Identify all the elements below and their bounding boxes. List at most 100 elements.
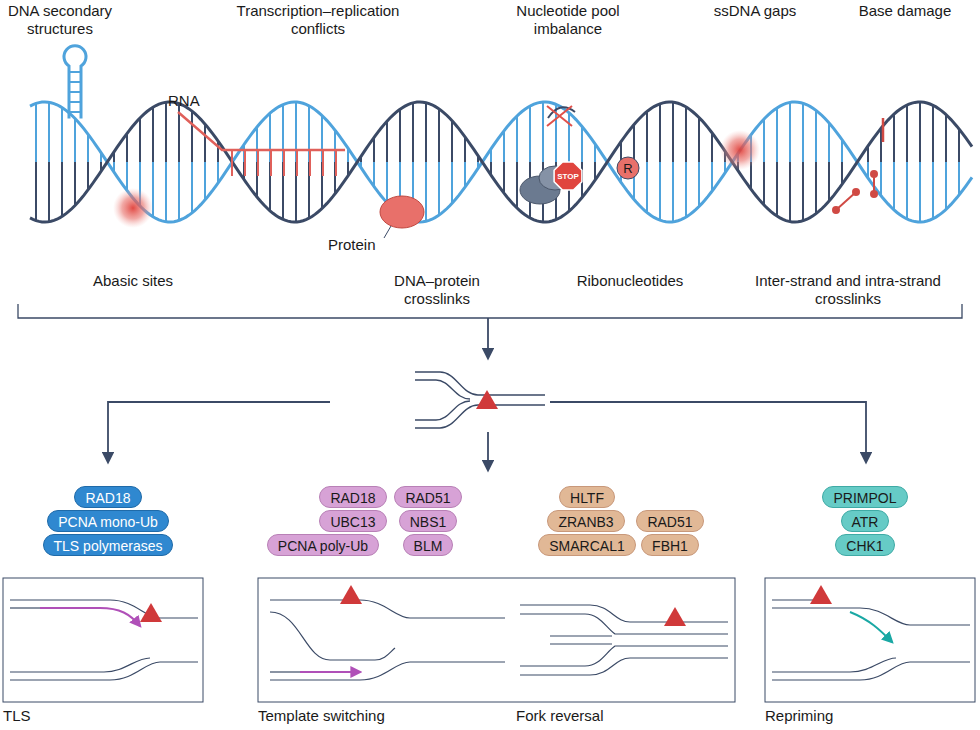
base-pair (451, 121, 453, 162)
lesion-triangle (140, 603, 162, 622)
rna-pair (283, 150, 285, 176)
base-pair (191, 162, 193, 213)
repriming-arrow (850, 612, 892, 642)
protein-name: RAD18 (85, 490, 130, 506)
base-pair (906, 105, 908, 162)
base-pair (685, 107, 687, 162)
text-label: DNA–protein crosslinks (377, 272, 497, 308)
base-pair (880, 162, 882, 196)
protein-pill: SMARCAL1 (538, 534, 635, 556)
text-label: Base damage (845, 2, 965, 20)
base-pair (48, 102, 50, 162)
base-pair (516, 116, 518, 162)
protein-pill: RAD18 (74, 486, 141, 508)
protein-name: PRIMPOL (833, 490, 896, 506)
base-pair (438, 109, 440, 162)
base-pair (35, 103, 37, 162)
base-pair (789, 162, 791, 222)
base-pair (815, 110, 817, 162)
base-pair (70, 111, 80, 113)
base-pair (61, 162, 63, 216)
base-pair (945, 115, 947, 162)
base-pair (204, 124, 206, 162)
base-pair (802, 162, 804, 221)
text-label: Transcription–replication conflicts (213, 2, 423, 38)
protein-name: ATR (852, 514, 879, 530)
base-pair (828, 123, 830, 162)
text-label: Fork reversal (516, 707, 604, 725)
base-pair (672, 102, 674, 162)
protein-name: HLTF (570, 490, 604, 506)
base-pair (412, 103, 414, 162)
rna-pair (244, 150, 246, 176)
cross-mark (547, 106, 572, 126)
circle-outline (617, 157, 639, 179)
protein-pill: ATR (841, 510, 890, 532)
base-pair (672, 162, 674, 222)
base-pair (191, 111, 193, 162)
rna-pair (296, 150, 298, 176)
base-pair (945, 162, 947, 209)
base-pair (880, 128, 882, 162)
protein-name: CHK1 (846, 538, 883, 554)
text-label: DNA secondary structures (2, 2, 118, 38)
protein-name: NBS1 (410, 514, 447, 530)
base-pair (139, 118, 141, 162)
base-pair (698, 117, 700, 162)
base-pair (828, 162, 830, 201)
protein-name: BLM (414, 538, 443, 554)
base-pair (178, 162, 180, 220)
protein-pill: ZRANB3 (547, 510, 624, 532)
lesion-triangle (664, 607, 686, 626)
pathway-arrows (108, 402, 866, 470)
replication-fork (415, 372, 545, 428)
base-pair (70, 81, 80, 83)
rna-pair (231, 150, 233, 176)
base-pair (906, 162, 908, 219)
base-pair (698, 162, 700, 207)
text-label: Template switching (258, 707, 385, 725)
protein-pill: RAD51 (636, 510, 703, 532)
protein-name: RAD51 (647, 514, 692, 530)
protein-pill: UBC13 (319, 510, 386, 532)
base-pair (126, 133, 128, 162)
base-pair (373, 137, 375, 162)
text-label: Nucleotide pool imbalance (498, 2, 638, 38)
protein-pill: PCNA mono-Ub (47, 510, 169, 532)
base-pair (70, 71, 80, 73)
dna-strand (30, 102, 972, 222)
base-pair (581, 126, 583, 162)
base-pair (386, 121, 388, 162)
rna-pair (309, 150, 311, 176)
base-pair (464, 162, 466, 187)
base-pair (87, 162, 89, 190)
protein-name: PCNA mono-Ub (58, 514, 158, 530)
stop-text: STOP (552, 160, 584, 192)
base-pair (932, 105, 934, 162)
base-pair (776, 162, 778, 216)
panel (3, 578, 975, 702)
leader-line (384, 226, 391, 238)
text-label: Protein (328, 236, 376, 254)
protein-pill: PRIMPOL (822, 486, 907, 508)
template-switch-arrow (300, 671, 360, 673)
protein-name: ZRANB3 (558, 514, 613, 530)
abasic-site (113, 188, 153, 228)
protein-pill: FBH1 (641, 534, 699, 556)
base-pair (711, 162, 713, 191)
base-pair (763, 162, 765, 205)
base-pair (204, 162, 206, 200)
base-pair (711, 133, 713, 162)
protein-pill: NBS1 (399, 510, 458, 532)
base-pair (815, 162, 817, 214)
base-pair (646, 162, 648, 212)
base-pair (646, 112, 648, 162)
protein-blob (380, 196, 424, 228)
base-pair (464, 137, 466, 162)
base-pair (542, 102, 544, 162)
base-pair (919, 162, 921, 222)
base-pair (932, 162, 934, 219)
base-pair (893, 114, 895, 162)
base-pair (74, 162, 76, 205)
protein-pill: TLS polymerases (43, 534, 174, 556)
